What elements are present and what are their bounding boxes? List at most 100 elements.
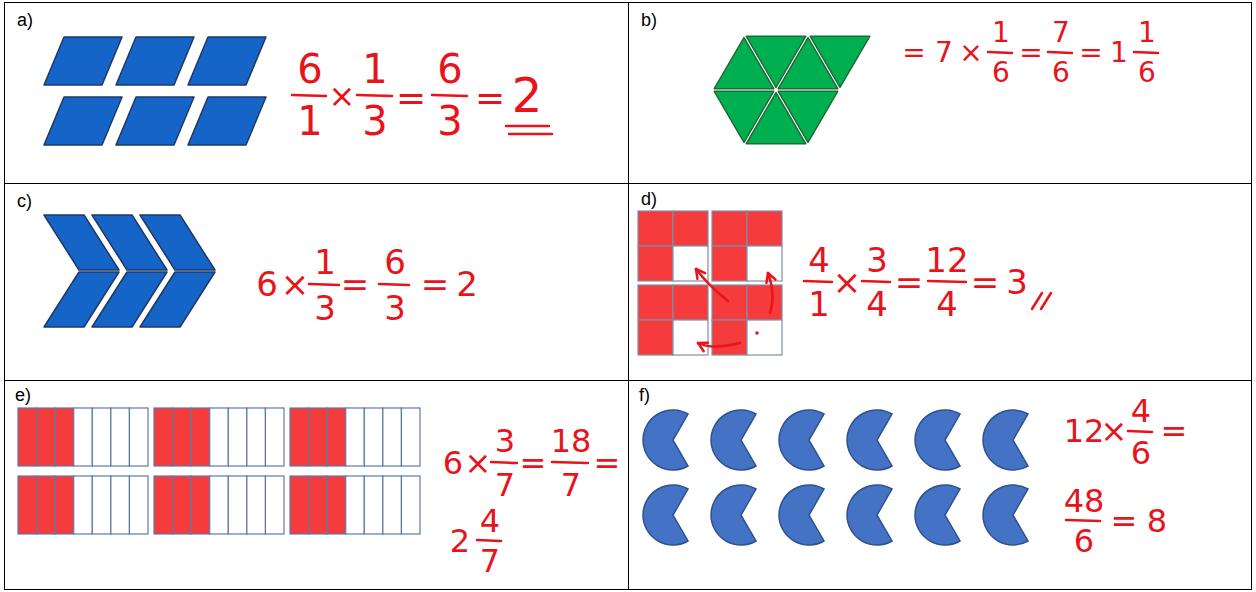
worksheet-cell: f)12×46=486=8 — [628, 380, 1252, 590]
pen-arrowhead — [698, 343, 704, 351]
handwritten-math: × — [959, 39, 982, 67]
shaded-square — [712, 320, 747, 355]
handwritten-math: = — [475, 80, 505, 116]
shaded-strip — [327, 476, 346, 534]
handwritten-math: 1 — [1138, 19, 1156, 47]
handwritten-math: = — [341, 267, 370, 301]
handwritten-math: × — [281, 267, 310, 301]
handwritten-math: = — [971, 265, 1000, 299]
circle-sector — [847, 410, 892, 470]
shaded-strip — [309, 476, 328, 534]
shaded-strip — [290, 408, 309, 466]
sector-group — [643, 410, 1028, 545]
handwritten-math: 12 — [1064, 415, 1105, 447]
fraction-bar — [1128, 431, 1152, 432]
handwritten-math: 7 — [561, 469, 581, 501]
shaded-strip — [290, 476, 309, 534]
worksheet-cell: e)6×37=187=247 — [4, 380, 629, 590]
fraction-bar — [309, 284, 339, 285]
handwritten-math: 6 — [437, 49, 462, 89]
fraction-bar — [477, 540, 501, 541]
triangle — [778, 91, 838, 142]
handwritten-math: = — [1019, 39, 1042, 67]
handwritten-math: 2 — [450, 525, 470, 557]
shaded-square — [638, 320, 673, 355]
empty-strip — [346, 408, 365, 466]
empty-strip — [346, 476, 365, 534]
handwritten-math: 6 — [992, 59, 1010, 87]
chevron-half — [140, 215, 215, 270]
cell-label: f) — [639, 386, 650, 404]
shaded-square — [747, 211, 782, 246]
handwritten-math: 3 — [314, 291, 336, 325]
handwritten-math: 1 — [297, 101, 322, 141]
handwritten-math: 48 — [1064, 485, 1105, 517]
fraction-bar — [988, 52, 1012, 53]
empty-strip — [228, 476, 247, 534]
empty-strip — [228, 408, 247, 466]
empty-strip — [265, 408, 284, 466]
shaded-strip — [309, 408, 328, 466]
shaded-square — [712, 246, 747, 281]
empty-square — [747, 246, 782, 281]
answer-mark — [1041, 293, 1051, 309]
circle-sector — [643, 410, 688, 470]
shaded-strip — [191, 476, 210, 534]
empty-strip — [210, 408, 229, 466]
empty-strip — [364, 476, 383, 534]
shaded-square — [673, 211, 708, 246]
circle-sector — [983, 485, 1028, 545]
answer-mark — [1032, 293, 1042, 309]
circle-sector — [847, 485, 892, 545]
handwritten-math: 6 — [297, 49, 322, 89]
empty-square — [673, 320, 708, 355]
handwritten-math: 6 — [1131, 437, 1151, 469]
circle-sector — [779, 485, 824, 545]
circle-sector — [643, 485, 688, 545]
worksheet-cell: d)41×34=124=3 — [628, 183, 1252, 381]
triangle — [810, 36, 870, 87]
handwritten-math: 7 — [480, 545, 500, 577]
handwritten-math: 8 — [1147, 505, 1167, 537]
handwritten-math: 4 — [866, 287, 888, 321]
handwritten-math: × — [329, 80, 356, 112]
parallelogram — [44, 37, 122, 85]
fraction-bar — [292, 95, 326, 96]
empty-strip — [383, 408, 402, 466]
shaded-strip — [327, 408, 346, 466]
cell-label: e) — [15, 386, 31, 404]
cell-label: c) — [17, 192, 32, 210]
shaded-square — [673, 285, 708, 320]
handwritten-math: 6 — [1138, 59, 1156, 87]
shaded-strip — [18, 476, 37, 534]
pen-arrow — [696, 269, 728, 301]
fraction-bar — [552, 462, 588, 463]
parallelogram — [188, 97, 266, 145]
shaded-strip — [154, 408, 173, 466]
pen-dot — [755, 331, 759, 335]
handwritten-math: 3 — [866, 243, 888, 277]
handwritten-math: 6 — [443, 447, 463, 479]
fraction-bar — [1048, 52, 1072, 53]
fraction-bar — [804, 281, 832, 282]
pen-arrowhead — [696, 269, 705, 273]
shaded-square — [712, 211, 747, 246]
empty-strip — [92, 476, 111, 534]
answer-mark — [509, 133, 552, 136]
pen-arrow — [698, 343, 740, 347]
pen-arrowhead — [698, 341, 708, 344]
worksheet-cell: a)61×13=63=2 — [4, 2, 629, 184]
handwritten-math: 3 — [495, 425, 515, 457]
handwritten-math: 7 — [1052, 19, 1070, 47]
fraction-bar — [491, 462, 517, 463]
circle-sector — [915, 410, 960, 470]
handwritten-math: 6 — [384, 245, 406, 279]
handwritten-math: = — [1111, 505, 1138, 537]
handwritten-math: 7 — [495, 469, 515, 501]
empty-strip — [383, 476, 402, 534]
handwritten-math: = — [594, 447, 621, 479]
handwritten-math: × — [1101, 415, 1128, 447]
fraction-bar — [862, 281, 890, 282]
handwritten-math: 7 — [935, 39, 953, 67]
